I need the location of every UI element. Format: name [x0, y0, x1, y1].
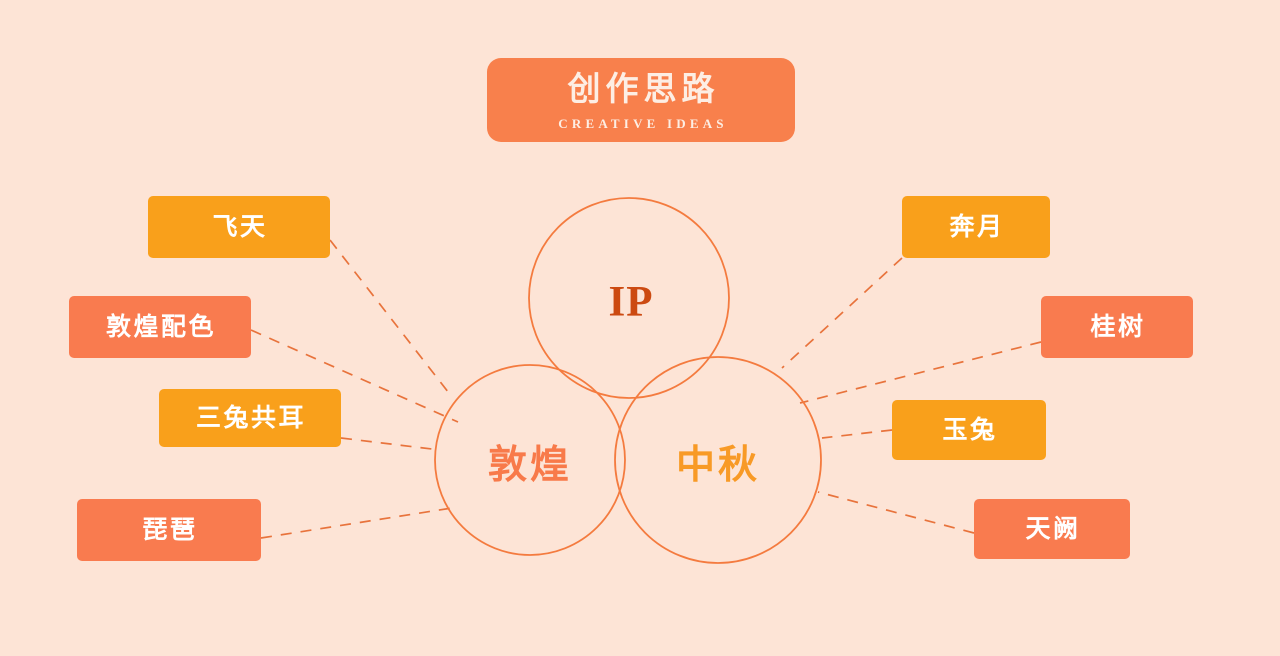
tag-guishu[interactable]: 桂树	[1041, 296, 1193, 358]
tag-tianque[interactable]: 天阙	[974, 499, 1130, 559]
tag-feitian[interactable]: 飞天	[148, 196, 330, 258]
page-subtitle: CREATIVE IDEAS	[558, 115, 728, 131]
tag-dunhuang-color[interactable]: 敦煌配色	[69, 296, 251, 358]
tag-santugongar[interactable]: 三兔共耳	[159, 389, 341, 447]
connector-line-feitian	[329, 239, 453, 398]
connector-line-tianque	[817, 491, 975, 534]
connector-line-benyue	[781, 257, 903, 369]
venn-circles	[434, 197, 822, 564]
connector-line-yutu	[821, 429, 893, 439]
connector-line-dunhuang-color	[250, 329, 459, 423]
venn-circle-zhongqiu	[614, 356, 822, 564]
connector-line-pipa	[260, 507, 453, 539]
connector-line-santugongar	[340, 437, 441, 451]
connector-lines	[250, 239, 1042, 539]
page-title: 创作思路	[567, 72, 720, 109]
connector-line-guishu	[799, 341, 1042, 404]
tag-benyue[interactable]: 奔月	[902, 196, 1050, 258]
venn-circle-ip	[528, 197, 730, 399]
venn-circle-dunhuang	[434, 364, 626, 556]
header-badge: 创作思路 CREATIVE IDEAS	[487, 58, 795, 142]
tag-yutu[interactable]: 玉兔	[892, 400, 1046, 460]
tag-pipa[interactable]: 琵琶	[77, 499, 261, 561]
